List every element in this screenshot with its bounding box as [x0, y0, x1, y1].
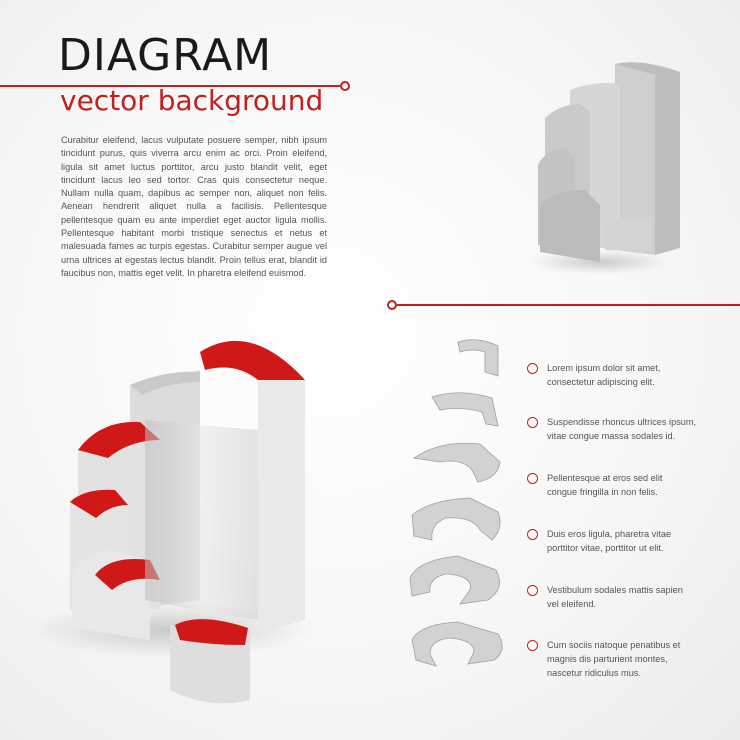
step-top-1	[175, 619, 248, 645]
segment-piece-3	[412, 442, 501, 483]
page-subtitle: vector background	[60, 84, 324, 117]
list-item-text: Suspendisse rhoncus ultrices ipsum, vita…	[547, 417, 697, 441]
title-rule-dot	[340, 81, 350, 91]
segment-piece-4	[411, 497, 501, 541]
bullet-icon	[527, 585, 538, 596]
body-paragraph: Curabitur eleifend, lacus vulputate posu…	[61, 135, 327, 278]
segment-piece-1	[457, 339, 499, 377]
list-item-text: Lorem ipsum dolor sit amet, consectetur …	[547, 363, 661, 387]
segment-piece-5	[409, 555, 500, 605]
segment-piece-2	[431, 392, 499, 427]
red-spiral-stair-chart	[30, 340, 310, 704]
bullet-icon	[527, 417, 538, 428]
step-top-6	[200, 340, 305, 380]
section-rule	[397, 304, 740, 306]
step-top-3	[70, 489, 128, 518]
step-top-4	[78, 421, 160, 458]
step-top-2	[95, 559, 160, 590]
list-item-text: Pellentesque at eros sed elit congue fri…	[547, 473, 663, 497]
bullet-icon	[527, 363, 538, 374]
segment-piece-6	[411, 621, 503, 667]
gray-spiral-stair	[530, 62, 680, 274]
list-item-text: Vestibulum sodales mattis sapien vel ele…	[547, 585, 683, 609]
bullet-icon	[527, 529, 538, 540]
title-underline	[0, 85, 340, 87]
segment-pieces	[409, 339, 503, 667]
list-item-text: Duis eros ligula, pharetra vitae porttit…	[547, 529, 672, 553]
bullet-icon	[527, 640, 538, 651]
bullet-icon	[527, 473, 538, 484]
section-rule-dot	[387, 300, 397, 310]
list-item-text: Cum sociis natoque penatibus et magnis d…	[547, 640, 681, 678]
page-title: DIAGRAM	[58, 30, 273, 81]
